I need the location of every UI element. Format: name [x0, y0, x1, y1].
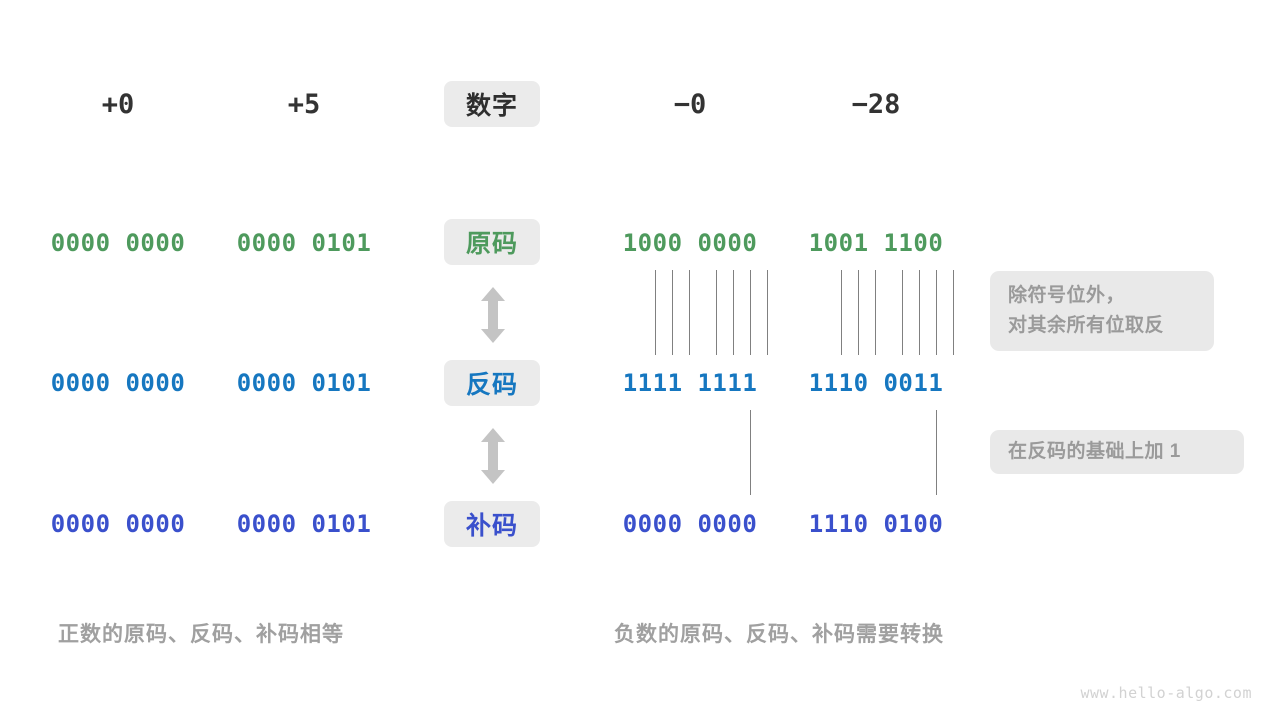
- watermark: www.hello-algo.com: [1080, 684, 1252, 702]
- connector-tick: [655, 270, 656, 355]
- value-ones-complement-pos-five: 0000 0101: [236, 369, 372, 397]
- connector-tick: [716, 270, 717, 355]
- value-ones-complement-neg-28: 1110 0011: [808, 369, 944, 397]
- note-line: 对其余所有位取反: [1008, 315, 1165, 336]
- note-invert-bits: 除符号位外， 对其余所有位取反: [990, 271, 1214, 351]
- connector-tick: [733, 270, 734, 355]
- chip-row-label-twos-complement: 补码: [444, 501, 540, 547]
- connector-tick: [767, 270, 768, 355]
- connector-tick: [750, 410, 751, 495]
- value-ones-complement-neg-zero: 1111 1111: [622, 369, 758, 397]
- connector-tick: [672, 270, 673, 355]
- double-arrow-icon: [478, 428, 508, 489]
- connector-tick: [750, 270, 751, 355]
- value-twos-complement-neg-zero: 0000 0000: [622, 510, 758, 538]
- chip-row-label-sign-magnitude: 原码: [444, 219, 540, 265]
- value-sign-magnitude-pos-zero: 0000 0000: [50, 229, 186, 257]
- value-ones-complement-pos-zero: 0000 0000: [50, 369, 186, 397]
- connector-tick: [936, 410, 937, 495]
- column-header-pos-five: +5: [287, 88, 321, 120]
- connector-tick: [936, 270, 937, 355]
- connector-tick: [953, 270, 954, 355]
- value-sign-magnitude-pos-five: 0000 0101: [236, 229, 372, 257]
- caption-positive: 正数的原码、反码、补码相等: [58, 623, 344, 646]
- note-line: 除符号位外，: [1008, 285, 1126, 306]
- connector-tick: [841, 270, 842, 355]
- note-line: 在反码的基础上加 1: [1008, 441, 1181, 462]
- column-header-neg-zero: −0: [673, 88, 707, 120]
- value-twos-complement-pos-zero: 0000 0000: [50, 510, 186, 538]
- double-arrow-icon: [478, 287, 508, 348]
- connector-tick: [902, 270, 903, 355]
- value-sign-magnitude-neg-zero: 1000 0000: [622, 229, 758, 257]
- value-sign-magnitude-neg-28: 1001 1100: [808, 229, 944, 257]
- caption-negative: 负数的原码、反码、补码需要转换: [614, 623, 944, 646]
- column-header-neg-28: −28: [851, 88, 901, 120]
- value-twos-complement-neg-28: 1110 0100: [808, 510, 944, 538]
- connector-tick: [858, 270, 859, 355]
- chip-row-label-ones-complement: 反码: [444, 360, 540, 406]
- connector-tick: [875, 270, 876, 355]
- connector-tick: [919, 270, 920, 355]
- chip-number-header: 数字: [444, 81, 540, 127]
- connector-tick: [689, 270, 690, 355]
- value-twos-complement-pos-five: 0000 0101: [236, 510, 372, 538]
- column-header-pos-zero: +0: [101, 88, 135, 120]
- note-add-one: 在反码的基础上加 1: [990, 430, 1244, 474]
